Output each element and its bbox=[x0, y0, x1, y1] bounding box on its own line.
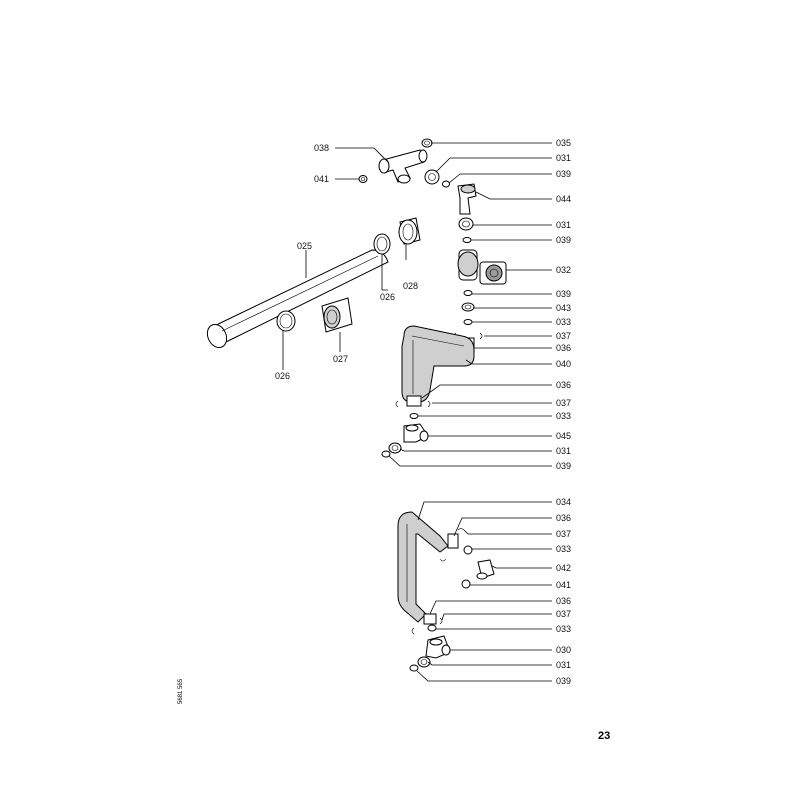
label-039-d: 039 bbox=[556, 461, 571, 471]
clamp-026-upper bbox=[373, 233, 391, 255]
label-035: 035 bbox=[556, 138, 571, 148]
label-026-a: 026 bbox=[380, 292, 395, 302]
page-number: 23 bbox=[598, 730, 611, 742]
adaptor-028 bbox=[398, 217, 421, 245]
label-031-a: 031 bbox=[556, 153, 571, 163]
clip-037-mid bbox=[395, 400, 431, 408]
connector-036-right bbox=[447, 533, 459, 549]
label-038: 038 bbox=[314, 143, 329, 153]
label-030: 030 bbox=[556, 645, 571, 655]
label-027: 027 bbox=[333, 354, 348, 364]
label-036-d: 036 bbox=[556, 596, 571, 606]
tee-030 bbox=[425, 635, 451, 659]
connector-036-mid bbox=[406, 395, 422, 407]
washer-039-lowest bbox=[409, 664, 419, 672]
part-labels: 038 041 035 031 039 044 031 039 032 039 … bbox=[275, 138, 571, 686]
clamp-026-lower bbox=[276, 310, 296, 332]
label-025: 025 bbox=[297, 241, 312, 251]
washer-041 bbox=[358, 175, 368, 183]
label-036-b: 036 bbox=[556, 380, 571, 390]
label-043: 043 bbox=[556, 303, 571, 313]
label-034: 034 bbox=[556, 497, 571, 507]
nut-031-low bbox=[388, 442, 402, 454]
label-028: 028 bbox=[403, 281, 418, 291]
clip-037-bottom bbox=[411, 617, 443, 635]
label-045: 045 bbox=[556, 431, 571, 441]
label-039-e: 039 bbox=[556, 676, 571, 686]
label-039-a: 039 bbox=[556, 169, 571, 179]
label-031-d: 031 bbox=[556, 660, 571, 670]
washer-041-lower bbox=[461, 579, 471, 589]
label-042: 042 bbox=[556, 563, 571, 573]
washer-039-bottom bbox=[381, 450, 391, 458]
tee-fitting-038 bbox=[378, 149, 428, 184]
label-040: 040 bbox=[556, 359, 571, 369]
connector-036-bottom bbox=[423, 613, 437, 625]
oring-033-right bbox=[463, 545, 473, 555]
label-037-d: 037 bbox=[556, 609, 571, 619]
nut-031-bottom bbox=[417, 656, 431, 668]
nut-031-top bbox=[424, 169, 440, 185]
label-039-c: 039 bbox=[556, 289, 571, 299]
elbow-042 bbox=[476, 559, 495, 580]
label-037-b: 037 bbox=[556, 398, 571, 408]
clip-037-right bbox=[439, 528, 465, 562]
washer-039-low bbox=[463, 290, 473, 296]
label-041-b: 041 bbox=[556, 580, 571, 590]
pipe-034 bbox=[397, 511, 449, 623]
oring-033-bottom bbox=[427, 624, 437, 632]
label-039-b: 039 bbox=[556, 235, 571, 245]
label-033-d: 033 bbox=[556, 624, 571, 634]
nut-031-mid bbox=[458, 217, 474, 231]
oring-033-top bbox=[463, 319, 473, 325]
label-037-a: 037 bbox=[556, 331, 571, 341]
label-044: 044 bbox=[556, 194, 571, 204]
oring-033-mid bbox=[409, 413, 419, 419]
leader-lines bbox=[282, 142, 552, 682]
tee-045 bbox=[403, 423, 429, 443]
label-033-b: 033 bbox=[556, 411, 571, 421]
label-033-a: 033 bbox=[556, 317, 571, 327]
document-code: 5681 565 bbox=[178, 678, 184, 704]
label-037-c: 037 bbox=[556, 529, 571, 539]
label-031-b: 031 bbox=[556, 220, 571, 230]
pipe-040 bbox=[401, 325, 475, 403]
flange-027 bbox=[321, 297, 353, 333]
label-033-c: 033 bbox=[556, 544, 571, 554]
label-041: 041 bbox=[314, 174, 329, 184]
elbow-044 bbox=[457, 183, 477, 215]
hose-025 bbox=[206, 249, 389, 349]
fitting-043 bbox=[461, 302, 475, 312]
label-036-a: 036 bbox=[556, 343, 571, 353]
label-032: 032 bbox=[556, 265, 571, 275]
nut-035 bbox=[421, 138, 433, 148]
pump-032 bbox=[457, 249, 507, 285]
label-031-c: 031 bbox=[556, 446, 571, 456]
label-026-b: 026 bbox=[275, 371, 290, 381]
washer-039-top bbox=[442, 180, 450, 188]
washer-039-mid bbox=[462, 237, 472, 243]
label-036-c: 036 bbox=[556, 513, 571, 523]
